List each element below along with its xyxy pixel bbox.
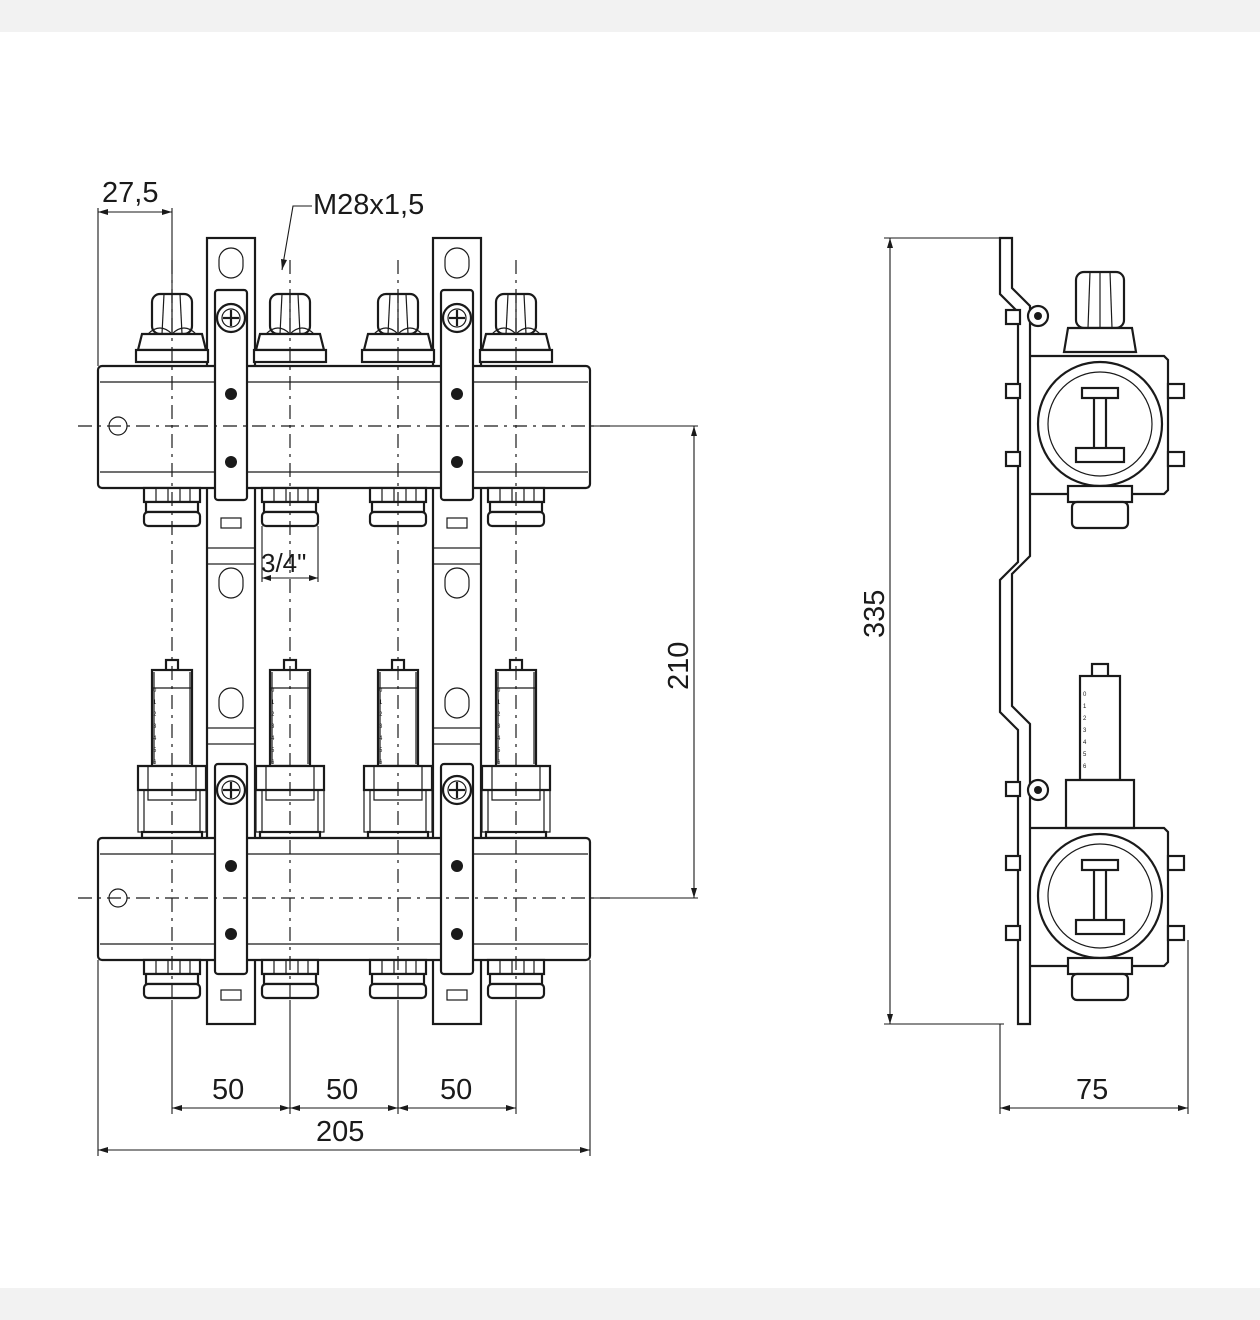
flowmeter-scale-digit: 5 bbox=[153, 748, 157, 754]
bottom-band bbox=[0, 1288, 1260, 1320]
flowmeter-scale-digit: 5 bbox=[271, 748, 275, 754]
dim-left-offset-label: 27,5 bbox=[102, 177, 158, 209]
dim-overall-height-label: 335 bbox=[859, 590, 891, 638]
flowmeter-scale-digit: 3 bbox=[1083, 728, 1087, 734]
dim-rail-distance-label: 210 bbox=[663, 642, 695, 690]
dim-outlet-label: 3/4" bbox=[261, 548, 306, 578]
dim-spacing: 50 50 50 bbox=[171, 1000, 517, 1114]
flowmeter-scale-digit: 4 bbox=[497, 736, 501, 742]
flowmeter-scale-digit: 2 bbox=[497, 712, 501, 718]
flowmeter-scale-digit: 4 bbox=[379, 736, 383, 742]
flowmeter-scale-digit: 4 bbox=[271, 736, 275, 742]
flowmeter-scale-digit: 6 bbox=[1083, 764, 1087, 770]
side-view: 0 1 2 3 4 5 6 335 75 bbox=[859, 236, 1189, 1114]
flowmeter-scale-digit: 5 bbox=[497, 748, 501, 754]
bottom-outlets bbox=[142, 958, 546, 1000]
dim-rail-distance: 210 bbox=[590, 425, 698, 899]
dim-spacing-3-label: 50 bbox=[440, 1074, 472, 1106]
flowmeter-scale-digit: 5 bbox=[379, 748, 383, 754]
flowmeter-scale-digit: 4 bbox=[1083, 740, 1087, 746]
dim-overall-width: 205 bbox=[97, 960, 591, 1156]
dim-left-offset: 27,5 bbox=[97, 177, 173, 366]
side-bottom-unit bbox=[1004, 662, 1186, 1002]
flowmeter-scale-digit: 1 bbox=[497, 700, 501, 706]
flowmeter-scale-digit: 6 bbox=[271, 760, 275, 766]
flowmeter-scale-digit: 6 bbox=[153, 760, 157, 766]
flowmeter-scale-digit: 6 bbox=[379, 760, 383, 766]
flowmeter-scale-digit: 0 bbox=[1083, 692, 1087, 698]
flowmeter-scale-digit: 0 bbox=[153, 688, 157, 694]
flowmeter-scale-digit: 1 bbox=[379, 700, 383, 706]
side-flowmeter-scale: 0 1 2 3 4 5 6 bbox=[1083, 692, 1087, 770]
flowmeter-scale-digit: 2 bbox=[153, 712, 157, 718]
flowmeter-scale-digit: 3 bbox=[271, 724, 275, 730]
dim-overall-width-label: 205 bbox=[316, 1116, 364, 1148]
flowmeter-scale-digit: 2 bbox=[379, 712, 383, 718]
flowmeter-scale-digit: 5 bbox=[1083, 752, 1087, 758]
flowmeter-scale-digit: 3 bbox=[379, 724, 383, 730]
dim-spacing-2-label: 50 bbox=[326, 1074, 358, 1106]
flowmeters bbox=[136, 658, 552, 840]
flowmeter-scale-digit: 1 bbox=[1083, 704, 1087, 710]
flowmeter-scale-digit: 0 bbox=[379, 688, 383, 694]
flowmeter-scales: 0 1 2 3 4 5 6 0 1 2 3 4 5 6 0 1 2 3 4 5 6 0 1 2 3 4 5 6 bbox=[153, 688, 501, 766]
dim-depth-label: 75 bbox=[1076, 1074, 1108, 1106]
flowmeter-scale-digit: 1 bbox=[271, 700, 275, 706]
front-view: 0 1 2 3 4 5 6 0 1 2 3 4 5 6 0 1 2 3 4 5 6 0 1 2 3 4 5 6 bbox=[78, 177, 698, 1156]
flowmeter-scale-digit: 4 bbox=[153, 736, 157, 742]
flowmeter-scale-digit: 3 bbox=[153, 724, 157, 730]
flowmeter-scale-digit: 0 bbox=[271, 688, 275, 694]
flowmeter-scale-digit: 1 bbox=[153, 700, 157, 706]
bracket-clamps bbox=[213, 288, 475, 976]
flowmeter-scale-digit: 3 bbox=[497, 724, 501, 730]
dim-depth: 75 bbox=[999, 940, 1189, 1114]
flowmeter-scale-digit: 2 bbox=[1083, 716, 1087, 722]
top-valves bbox=[134, 292, 554, 364]
side-top-unit bbox=[1004, 270, 1186, 530]
top-outlets bbox=[142, 486, 546, 528]
thread-callout: M28x1,5 bbox=[281, 189, 424, 271]
flowmeter-scale-digit: 6 bbox=[497, 760, 501, 766]
thread-label: M28x1,5 bbox=[313, 189, 424, 221]
flowmeter-scale-digit: 0 bbox=[497, 688, 501, 694]
dim-spacing-1-label: 50 bbox=[212, 1074, 244, 1106]
center-lines bbox=[78, 260, 610, 1000]
dim-overall-height: 335 bbox=[859, 237, 1004, 1025]
top-band bbox=[0, 0, 1260, 32]
flowmeter-scale-digit: 2 bbox=[271, 712, 275, 718]
dim-outlet: 3/4" bbox=[261, 526, 319, 582]
